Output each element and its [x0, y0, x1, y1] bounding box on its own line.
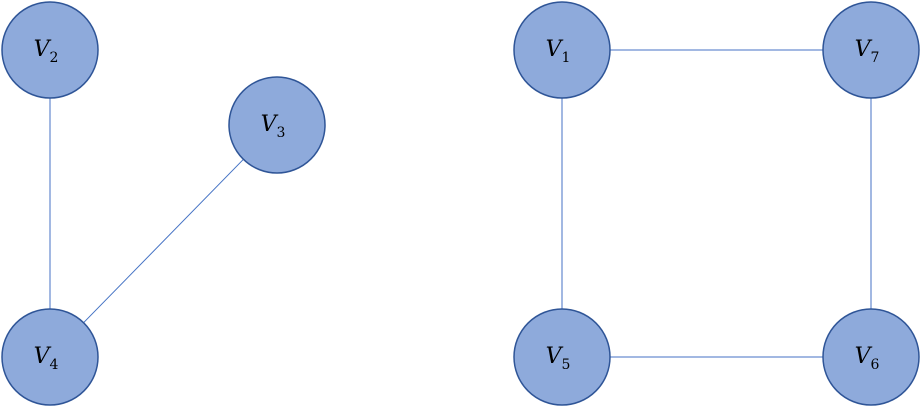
node-label-v3: V3	[261, 112, 286, 141]
node-letter: V	[546, 344, 564, 369]
node-circle-v6	[822, 308, 920, 406]
node-circle-v1	[513, 1, 611, 99]
node-circle-v5	[513, 308, 611, 406]
node-subscript: 4	[49, 357, 58, 373]
node-letter: V	[855, 37, 873, 62]
node-letter: V	[261, 112, 279, 137]
node-circle-v2	[1, 1, 99, 99]
node-v3: V3	[228, 76, 326, 174]
node-circle-v7	[822, 1, 920, 99]
node-v6: V6	[822, 308, 920, 406]
node-letter: V	[34, 37, 52, 62]
node-label-v4: V4	[34, 344, 59, 373]
node-letter: V	[34, 344, 52, 369]
node-v7: V7	[822, 1, 920, 99]
node-subscript: 2	[49, 50, 58, 66]
node-subscript: 6	[870, 357, 879, 373]
node-v1: V1	[513, 1, 611, 99]
node-v5: V5	[513, 308, 611, 406]
edge-v3-v4	[83, 158, 244, 324]
node-label-v6: V6	[855, 344, 880, 373]
node-circle-v3	[228, 76, 326, 174]
edges-layer	[49, 49, 872, 358]
node-label-v2: V2	[34, 37, 59, 66]
node-letter: V	[855, 344, 873, 369]
node-label-v7: V7	[855, 37, 880, 66]
node-label-v1: V1	[546, 37, 571, 66]
node-v2: V2	[1, 1, 99, 99]
node-subscript: 7	[870, 50, 879, 66]
node-label-v5: V5	[546, 344, 571, 373]
node-circle-v4	[1, 308, 99, 406]
node-v4: V4	[1, 308, 99, 406]
node-subscript: 3	[276, 125, 285, 141]
node-subscript: 5	[561, 357, 570, 373]
node-subscript: 1	[561, 50, 570, 66]
node-letter: V	[546, 37, 564, 62]
